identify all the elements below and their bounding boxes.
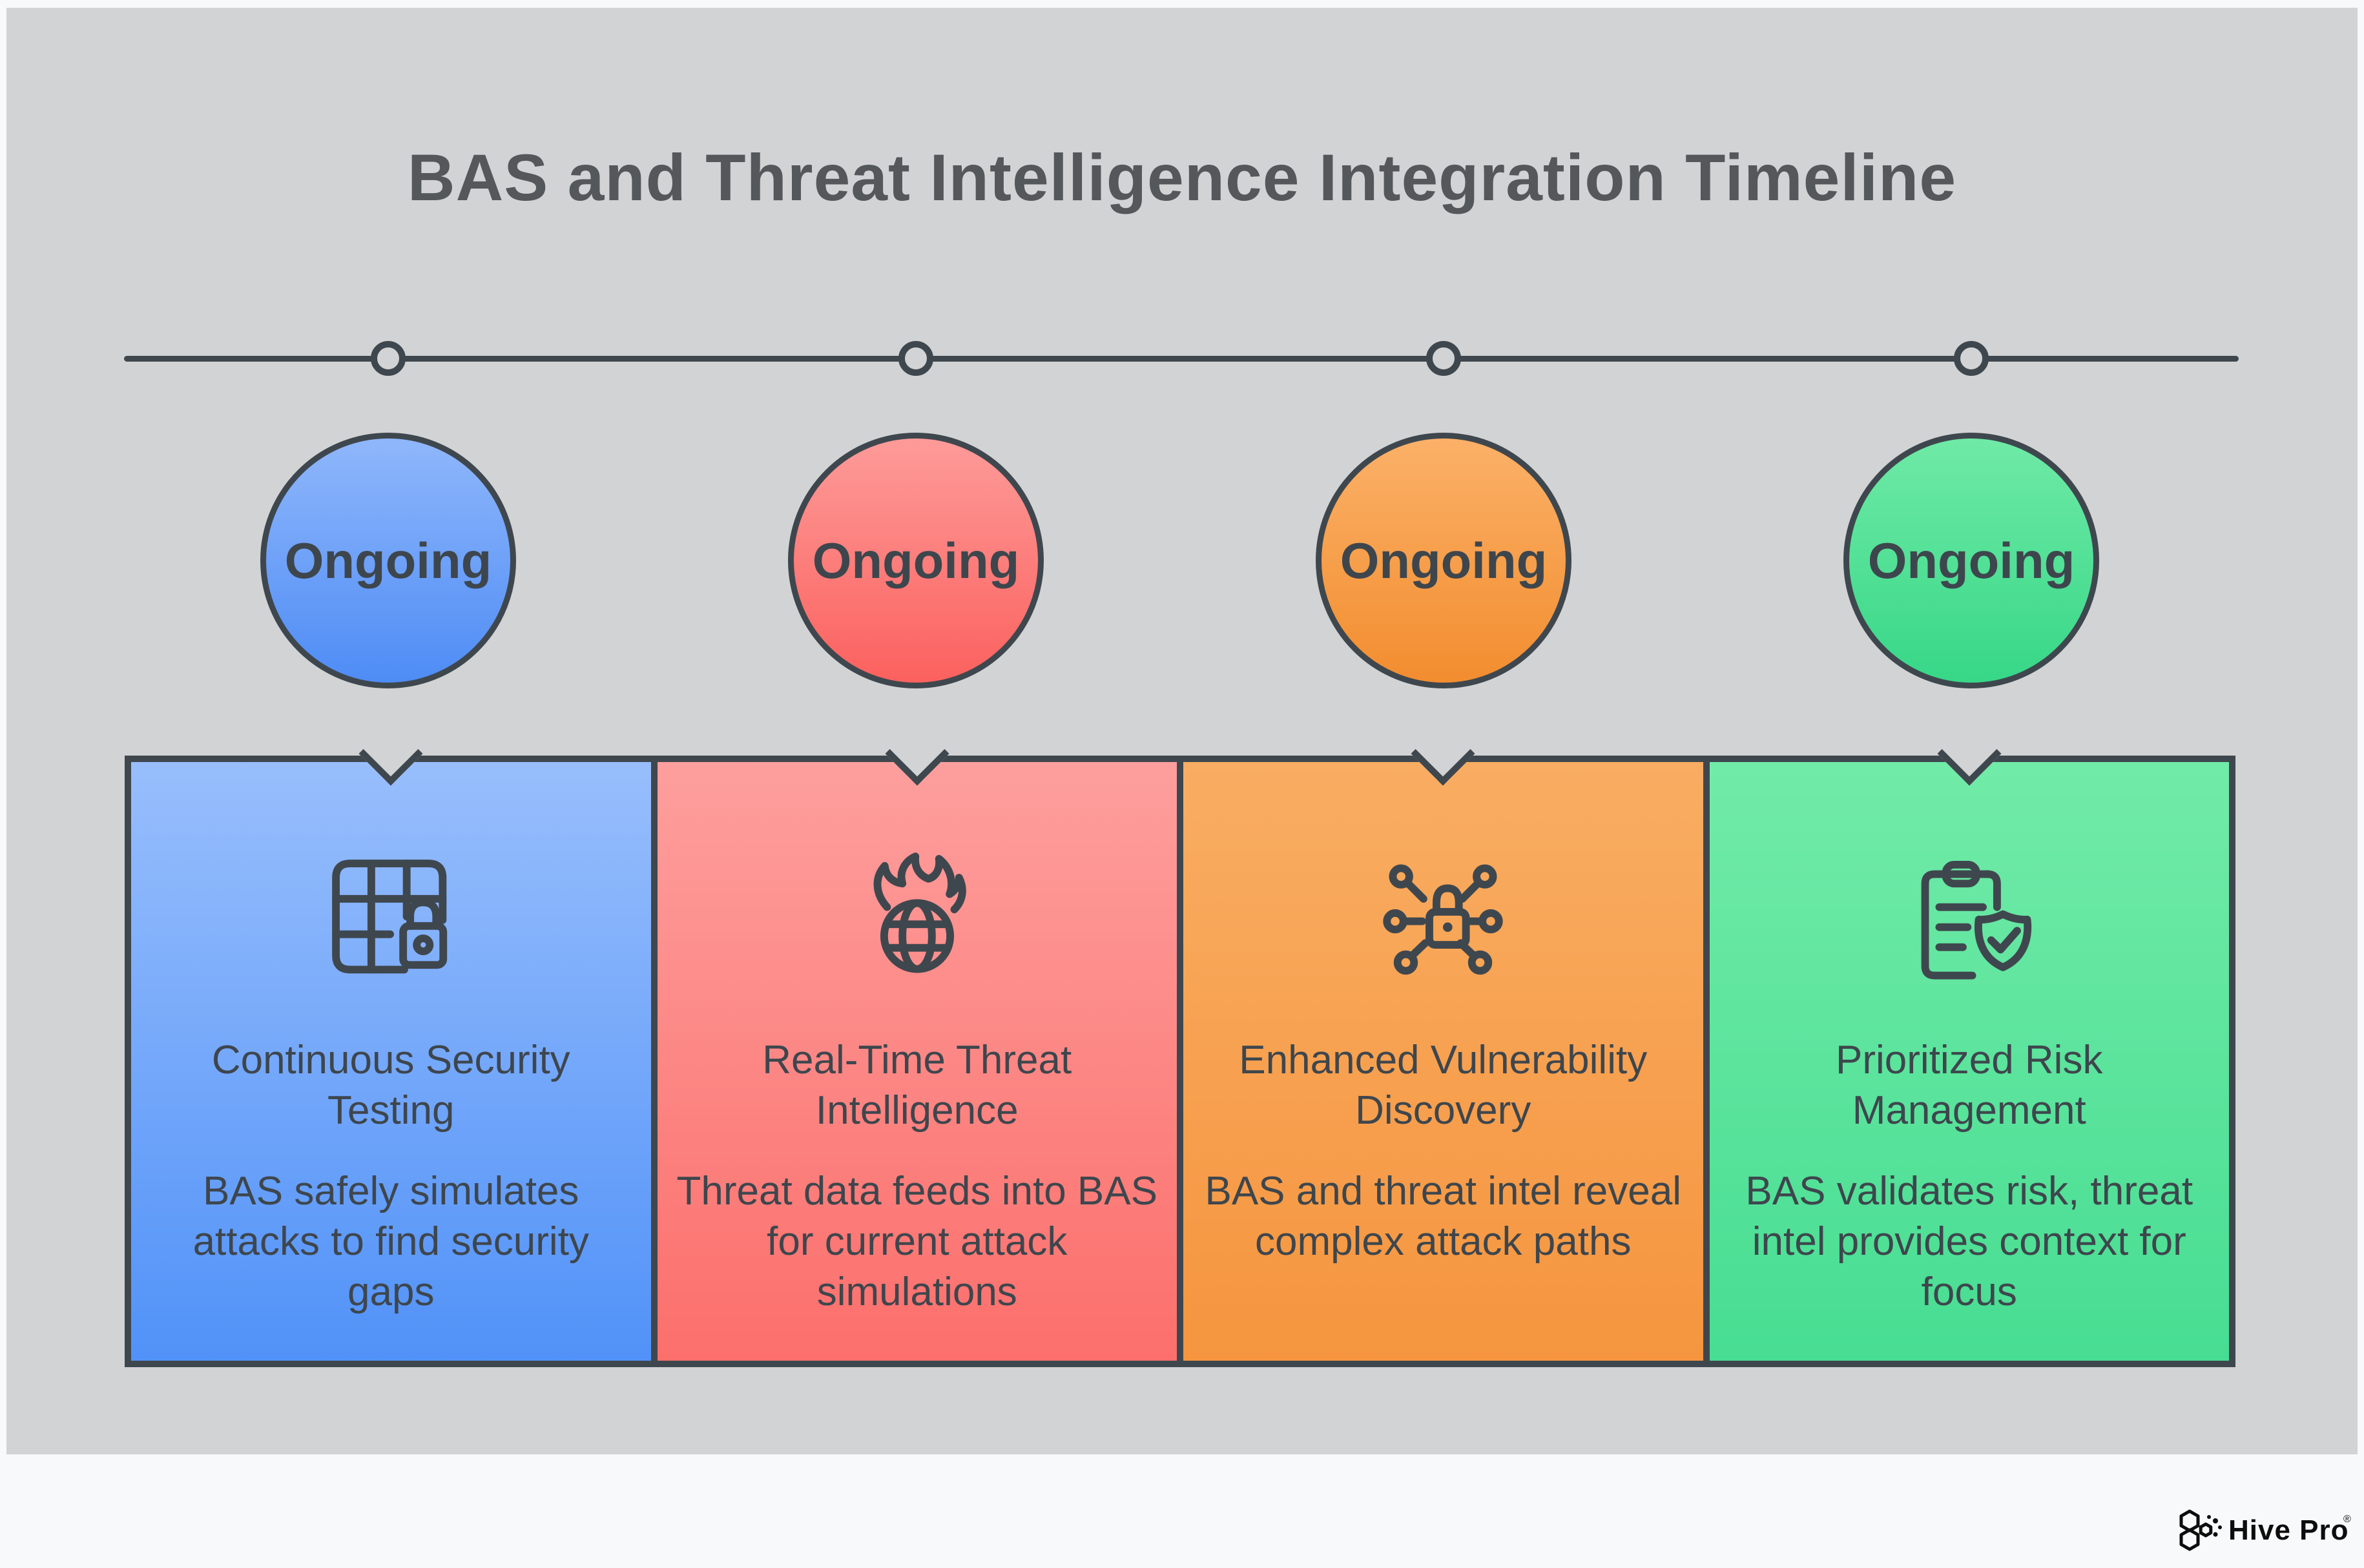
badge-4: Ongoing	[1843, 433, 2099, 688]
card-1-title: Continuous Security Testing	[211, 1038, 570, 1133]
card-2-notch	[885, 721, 949, 786]
card-4-description: BAS validates risk, threat intel provide…	[1745, 1169, 2193, 1314]
card-2-title: Real-Time Threat Intelligence	[762, 1038, 1072, 1133]
network-lock-icon	[1383, 864, 1503, 975]
card-3-notch	[1411, 721, 1475, 786]
card-1-notch	[358, 721, 423, 786]
globe-fire-icon	[873, 852, 966, 973]
badge-2: Ongoing	[788, 433, 1044, 688]
infographic-canvas: BAS and Threat Intelligence Integration …	[6, 8, 2358, 1454]
page-title: BAS and Threat Intelligence Integration …	[407, 141, 1957, 214]
badge-1-label: Ongoing	[284, 531, 492, 589]
badge-1: Ongoing	[260, 433, 516, 688]
milestone-cards-row: Continuous Security Testing BAS safely s…	[125, 721, 2235, 1367]
timeline-line	[124, 356, 2239, 362]
card-3-title: Enhanced Vulnerability Discovery	[1239, 1038, 1648, 1133]
card-2-description: Threat data feeds into BAS for current a…	[676, 1169, 1157, 1314]
badge-3-label: Ongoing	[1340, 531, 1548, 589]
card-2: Real-Time Threat Intelligence Threat dat…	[657, 721, 1177, 1361]
clipboard-shield-icon	[1921, 860, 2031, 980]
registered-mark: ®	[2343, 1514, 2351, 1525]
table-lock-icon	[332, 860, 448, 974]
hivepro-logo-mark: Hive Pro ®	[2179, 1509, 2351, 1551]
hivepro-logo: Hive Pro ®	[2170, 1505, 2354, 1552]
timeline-node-2	[898, 341, 933, 376]
badge-3: Ongoing	[1316, 433, 1571, 688]
card-4: Prioritized Risk Management BAS validate…	[1709, 721, 2229, 1361]
card-1: Continuous Security Testing BAS safely s…	[131, 721, 651, 1361]
card-3: Enhanced Vulnerability Discovery BAS and…	[1183, 721, 1703, 1361]
hivepro-logo-text: Hive Pro	[2228, 1514, 2349, 1546]
card-4-notch	[1937, 721, 2002, 786]
badge-4-label: Ongoing	[1867, 531, 2075, 589]
timeline-node-4	[1954, 341, 1989, 376]
card-1-description: BAS safely simulates attacks to find sec…	[192, 1169, 589, 1314]
card-3-description: BAS and threat intel reveal complex atta…	[1205, 1169, 1682, 1264]
timeline-node-1	[371, 341, 406, 376]
badge-2-label: Ongoing	[812, 531, 1020, 589]
timeline-node-3	[1426, 341, 1461, 376]
card-4-title: Prioritized Risk Management	[1836, 1038, 2103, 1133]
